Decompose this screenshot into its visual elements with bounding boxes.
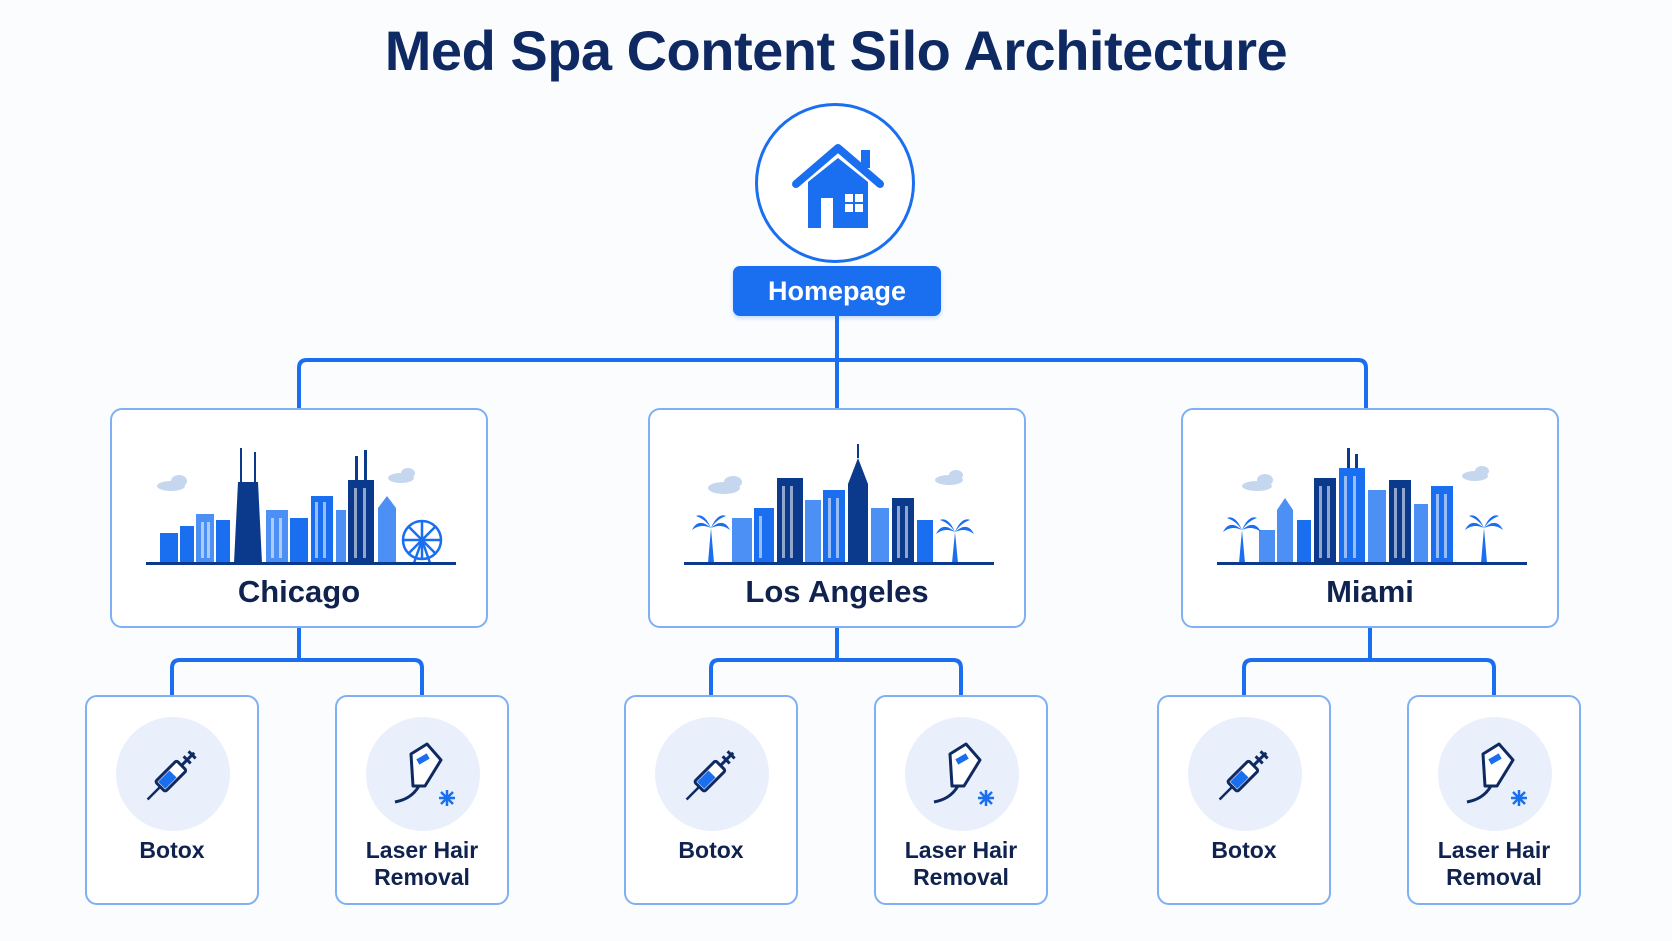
los-angeles-skyline-icon	[684, 444, 994, 565]
city-card-chicago[interactable]: Chicago	[110, 408, 488, 628]
service-icon-circle	[366, 717, 480, 831]
service-card-chicago-laser-hair-removal[interactable]: Laser Hair Removal	[335, 695, 509, 905]
service-card-chicago-botox[interactable]: Botox	[85, 695, 259, 905]
homepage-button[interactable]: Homepage	[733, 266, 941, 316]
syringe-icon	[685, 750, 736, 801]
homepage-node[interactable]	[755, 103, 915, 263]
city-name: Chicago	[237, 574, 361, 609]
laser-device-icon	[394, 742, 455, 806]
laser-device-icon	[933, 742, 994, 806]
chicago-connector	[170, 626, 424, 697]
city-card-los-angeles[interactable]: Los Angeles	[648, 408, 1026, 628]
syringe-icon	[1218, 750, 1269, 801]
service-label: Botox	[678, 837, 744, 863]
service-icon-circle	[1188, 717, 1302, 831]
laser-device-icon	[1466, 742, 1527, 806]
service-label: Laser Hair Removal	[365, 837, 479, 890]
city-name: Miami	[1326, 574, 1414, 609]
service-icon-circle	[116, 717, 230, 831]
city-name: Los Angeles	[745, 574, 929, 609]
page-title: Med Spa Content Silo Architecture	[384, 19, 1288, 82]
service-card-miami-laser-hair-removal[interactable]: Laser Hair Removal	[1407, 695, 1581, 905]
house-icon	[792, 144, 884, 228]
service-label: Laser Hair Removal	[904, 837, 1018, 890]
service-icon-circle	[1438, 717, 1552, 831]
root-connector	[297, 314, 1368, 410]
service-label: Botox	[1211, 837, 1277, 863]
service-icon-circle	[905, 717, 1019, 831]
service-card-los-angeles-laser-hair-removal[interactable]: Laser Hair Removal	[874, 695, 1048, 905]
los-angeles-connector	[709, 626, 963, 697]
service-icon-circle	[655, 717, 769, 831]
service-label: Botox	[139, 837, 205, 863]
service-label: Laser Hair Removal	[1437, 837, 1551, 890]
syringe-icon	[146, 750, 197, 801]
city-card-miami[interactable]: Miami	[1181, 408, 1559, 628]
service-card-miami-botox[interactable]: Botox	[1157, 695, 1331, 905]
chicago-skyline-icon	[146, 448, 456, 565]
miami-skyline-icon	[1217, 448, 1527, 565]
service-card-los-angeles-botox[interactable]: Botox	[624, 695, 798, 905]
miami-connector	[1242, 626, 1496, 697]
